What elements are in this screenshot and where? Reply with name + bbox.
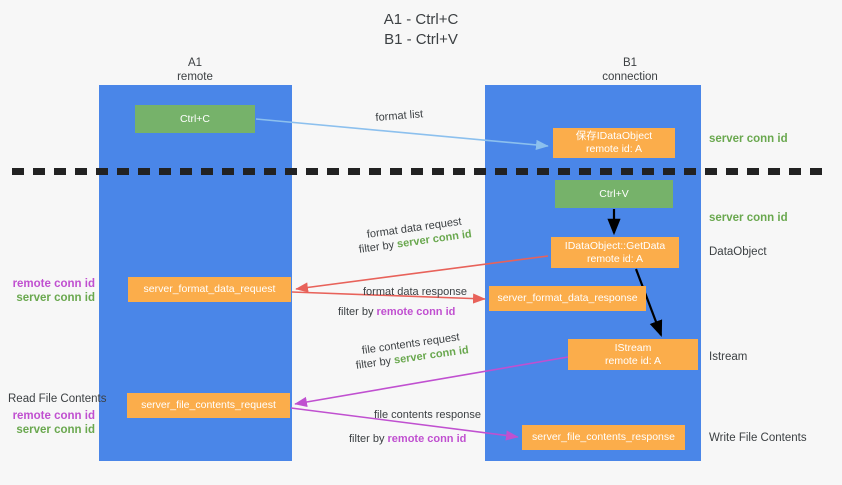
node-server-format-data-response[interactable]: server_format_data_response [489,286,646,311]
label-remote-conn-id-1: remote conn id [12,278,95,290]
node-ctrl-c-label: Ctrl+C [179,112,211,125]
node-server-file-contents-request-label: server_file_contents_request [141,399,276,411]
node-istream-line1: IStream [614,341,652,354]
caption-fcresp-filter-prefix: filter by [349,433,388,445]
label-read-file-contents: Read File Contents [8,393,107,405]
label-conn-ids-file: remote conn id server conn id [10,409,95,437]
lane-b1-name: B1 [622,57,638,69]
lane-header-b1: B1 connection [550,56,710,84]
label-istream: Istream [709,351,748,363]
node-getdata-line1: IDataObject::GetData [564,239,666,252]
node-idataobject-line2: remote id: A [585,143,643,155]
label-server-conn-id-top: server conn id [709,133,788,145]
label-remote-conn-id-2: remote conn id [12,410,95,422]
title-line-2: B1 - Ctrl+V [384,31,458,48]
lane-a1-name: A1 [187,57,203,69]
label-dataobject: DataObject [709,246,767,258]
node-istream-line2: remote id: A [604,354,662,367]
node-idataobject-getdata[interactable]: IDataObject::GetData remote id: A [551,237,679,268]
node-server-format-data-request-label: server_format_data_request [143,283,276,295]
node-server-format-data-response-label: server_format_data_response [497,292,638,304]
node-server-file-contents-response-label: server_file_contents_response [531,431,675,443]
node-istream[interactable]: IStream remote id: A [568,339,698,370]
node-ctrl-v-label: Ctrl+V [599,187,629,200]
caption-fdresp-filter-key: remote conn id [376,306,456,318]
node-idataobject-line1: 保存IDataObject [575,130,653,142]
node-ctrl-c[interactable]: Ctrl+C [135,105,255,133]
caption-file-contents-response-filter: filter by remote conn id [349,432,466,446]
caption-format-data-response: format data response [363,286,467,298]
phase-separator-dashed-line [12,168,830,175]
lane-b1-role: connection [602,71,658,83]
lane-a1-role: remote [177,71,213,83]
caption-file-contents-response: file contents response [374,409,482,421]
node-getdata-line2: remote id: A [586,252,644,265]
caption-fdr-filter-prefix: filter by [358,238,398,256]
caption-format-data-response-filter: filter by remote conn id [338,305,455,319]
node-server-file-contents-response[interactable]: server_file_contents_response [522,425,685,450]
node-idataobject[interactable]: 保存IDataObject remote id: A [553,128,675,158]
label-server-conn-id-2: server conn id [16,424,95,436]
caption-fdresp-filter-prefix: filter by [338,306,377,318]
label-server-conn-id-mid: server conn id [709,212,788,224]
label-write-file-contents: Write File Contents [709,432,807,444]
lane-header-a1: A1 remote [115,56,275,84]
caption-fcr-filter-prefix: filter by [355,354,395,372]
title-line-1: A1 - Ctrl+C [383,11,459,28]
node-ctrl-v[interactable]: Ctrl+V [555,180,673,208]
node-server-format-data-request[interactable]: server_format_data_request [128,277,291,302]
label-conn-ids-format: remote conn id server conn id [10,277,95,305]
label-server-conn-id-1: server conn id [16,292,95,304]
caption-format-list: format list [375,108,424,124]
caption-fcresp-filter-key: remote conn id [387,433,467,445]
node-server-file-contents-request[interactable]: server_file_contents_request [127,393,290,418]
page-title: A1 - Ctrl+C B1 - Ctrl+V [0,10,842,50]
